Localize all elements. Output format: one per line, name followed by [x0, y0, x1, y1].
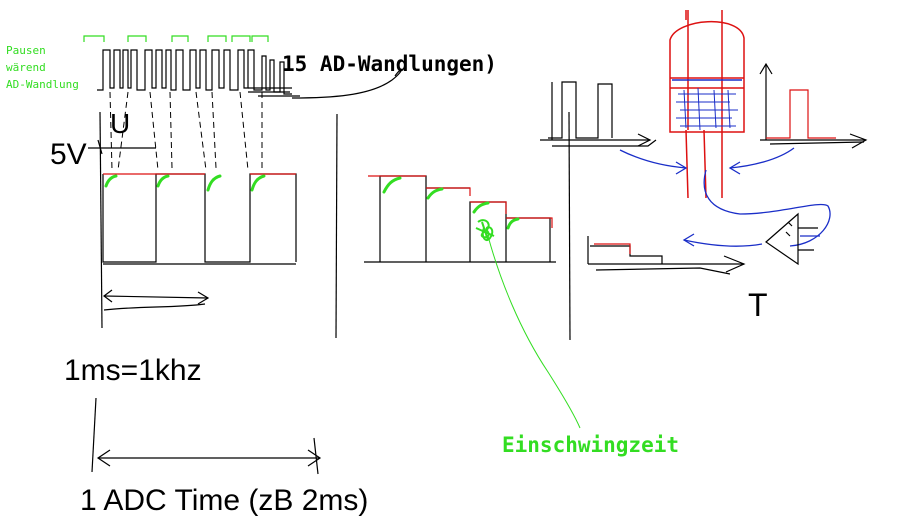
axis-t-label: T — [748, 287, 768, 323]
pulse-train-green — [83, 35, 269, 42]
period-arrow — [103, 289, 210, 311]
input-pulse-graph — [540, 81, 657, 147]
settling-curves-left — [104, 174, 266, 192]
amplifier-symbol — [765, 212, 818, 266]
settling-scribble — [475, 219, 495, 242]
staircase-wave — [364, 175, 556, 263]
settling-label: Einschwingzeit — [502, 433, 679, 457]
pauses-line-3: AD-Wandlung — [6, 78, 79, 91]
axis-u-label: U — [110, 108, 130, 139]
tank — [669, 10, 745, 199]
settling-curves-middle — [382, 176, 520, 230]
y-axis-left — [99, 111, 103, 329]
square-wave-left — [102, 173, 297, 263]
left-axes — [88, 111, 296, 329]
settling-pointer — [487, 235, 581, 429]
conversions-label: 15 AD-Wandlungen) — [282, 52, 497, 76]
held-output-graph — [587, 236, 746, 275]
pulse-train-tail — [248, 69, 402, 99]
output-graph — [759, 62, 868, 149]
pulse-train-black — [97, 49, 292, 95]
ms-khz-label: 1ms=1khz — [64, 354, 202, 387]
pauses-line-2: wärend — [6, 61, 46, 74]
staircase-red — [368, 175, 553, 228]
separators — [335, 111, 571, 341]
pulse-train — [83, 35, 402, 99]
blue-flow — [619, 147, 831, 247]
pauses-line-1: Pausen — [6, 44, 46, 57]
dashed-connectors — [109, 91, 263, 171]
pauses-note: Pausen wärend AD-Wandlung — [6, 44, 79, 91]
five-volt-label: 5V — [50, 138, 87, 171]
adc-time-label: 1 ADC Time (zB 2ms) — [80, 484, 368, 517]
adc-time-arrow — [91, 397, 322, 475]
